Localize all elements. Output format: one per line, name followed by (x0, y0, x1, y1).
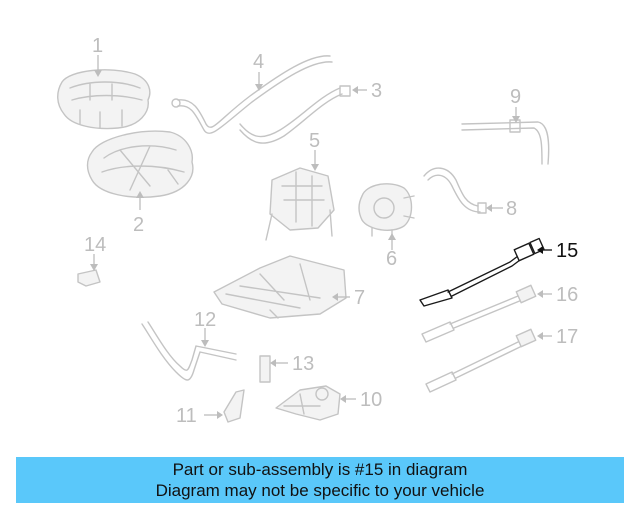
banner-line-2: Diagram may not be specific to your vehi… (155, 481, 485, 500)
callout-2: 2 (133, 214, 144, 236)
part-12[interactable] (141, 321, 237, 381)
callout-16: 16 (556, 284, 578, 306)
callout-17: 17 (556, 326, 578, 348)
part-13[interactable] (259, 355, 288, 383)
part-2[interactable] (86, 130, 194, 210)
callout-10: 10 (360, 389, 382, 411)
callout-7: 7 (354, 287, 365, 309)
part-15-oxygen-sensor[interactable] (419, 237, 552, 307)
callout-15: 15 (556, 240, 578, 262)
parts-diagram: 1 2 3 4 5 6 7 8 9 10 11 12 13 14 15 16 1… (57, 35, 578, 427)
callout-12: 12 (194, 309, 216, 331)
part-11[interactable] (204, 389, 245, 423)
banner-line-1: Part or sub-assembly is #15 in diagram (172, 460, 468, 479)
callout-11: 11 (176, 405, 197, 427)
part-5[interactable] (265, 150, 335, 241)
part-8[interactable] (423, 167, 503, 214)
callout-4: 4 (253, 51, 264, 73)
callout-1: 1 (92, 35, 103, 57)
callout-9: 9 (510, 86, 521, 108)
part-7[interactable] (213, 255, 350, 319)
callout-3: 3 (371, 80, 382, 102)
callout-6: 6 (386, 248, 397, 270)
part-17-oxygen-sensor[interactable] (425, 328, 552, 393)
part-6[interactable] (358, 183, 415, 250)
part-16-oxygen-sensor[interactable] (421, 284, 552, 343)
callout-13: 13 (292, 353, 314, 375)
callout-8: 8 (506, 198, 517, 220)
part-3[interactable] (239, 85, 367, 144)
part-10[interactable] (275, 385, 356, 421)
part-14[interactable] (77, 254, 101, 287)
part-9[interactable] (461, 107, 550, 165)
callout-14: 14 (84, 234, 106, 256)
info-banner: Part or sub-assembly is #15 in diagram D… (16, 457, 624, 503)
part-4[interactable] (171, 55, 333, 134)
part-1[interactable] (57, 55, 151, 130)
callout-5: 5 (309, 130, 320, 152)
